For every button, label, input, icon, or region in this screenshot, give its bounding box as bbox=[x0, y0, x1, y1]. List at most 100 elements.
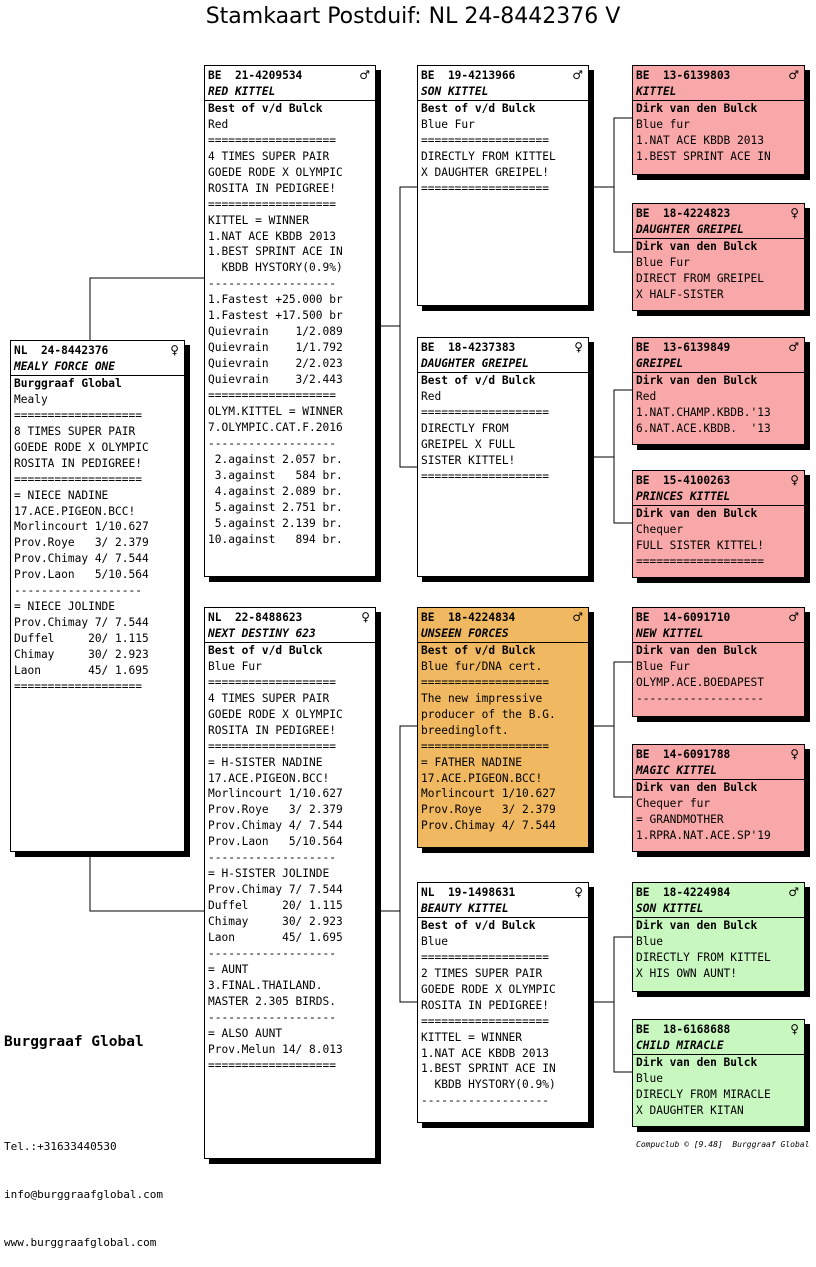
pedigree-line: DIRECT FROM GREIPEL bbox=[636, 271, 764, 285]
pedigree-line: =================== bbox=[421, 469, 549, 483]
pedigree-line: = NIECE NADINE bbox=[14, 488, 109, 502]
pedigree-line: X DAUGHTER KITAN bbox=[636, 1103, 744, 1117]
pedigree-line: 2.against 2.057 br. bbox=[208, 452, 343, 466]
pedigree-line: = AUNT bbox=[208, 962, 249, 976]
pedigree-line: GOEDE RODE X OLYMPIC bbox=[208, 707, 343, 721]
ring-number-text: BE 13-6139849 bbox=[636, 341, 731, 354]
pigeon-name: NEXT DESTINY 623 bbox=[205, 626, 375, 643]
pedigree-line: 17.ACE.PIGEON.BCC! bbox=[208, 771, 330, 785]
pedigree-line: Blue bbox=[636, 934, 663, 948]
pedigree-line: Prov.Laon 5/10.564 bbox=[208, 835, 343, 849]
sex-icon: ♀ bbox=[361, 610, 370, 624]
sex-icon: ♀ bbox=[790, 473, 799, 487]
contact-website[interactable]: www.burggraafglobal.com bbox=[4, 1236, 157, 1249]
pedigree-line: MASTER 2.305 BIRDS. bbox=[208, 994, 336, 1008]
contact-phone: Tel.:+31633440530 bbox=[4, 1140, 117, 1153]
pigeon-owner: Dirk van den Bulck bbox=[636, 643, 758, 657]
pedigree-line: Prov.Melun 14/ 8.013 bbox=[208, 1042, 343, 1056]
pedigree-line: ------------------- bbox=[208, 436, 336, 450]
pedigree-line: 1.Fastest +17.500 br bbox=[208, 309, 343, 323]
ring-number: BE 18-6168688♀ bbox=[636, 1022, 801, 1038]
ring-number-text: BE 14-6091710 bbox=[636, 611, 731, 624]
pedigree-line: 7.OLYMPIC.CAT.F.2016 bbox=[208, 420, 343, 434]
pedigree-line: = FATHER NADINE bbox=[421, 755, 523, 769]
contact-info: Tel.:+31633440530 info@burggraafglobal.c… bbox=[4, 1107, 163, 1267]
pedigree-line: 1.Fastest +25.000 br bbox=[208, 293, 343, 307]
sex-icon: ♂ bbox=[359, 68, 370, 82]
ring-number-text: BE 18-4237383 bbox=[421, 341, 516, 354]
ring-number: BE 13-6139849♂ bbox=[636, 340, 801, 356]
ring-number: BE 18-4224823 ♀ bbox=[636, 206, 801, 222]
sex-icon: ♀ bbox=[790, 206, 799, 220]
pigeon-name: DAUGHTER GREIPEL bbox=[418, 356, 588, 373]
ring-number-text: NL 22-8488623 bbox=[208, 611, 303, 624]
ring-number-text: NL 19-1498631 bbox=[421, 886, 516, 899]
pedigree-line: = H-SISTER JOLINDE bbox=[208, 867, 330, 881]
pedigree-line: X HALF-SISTER bbox=[636, 287, 724, 301]
pedigree-line: KBDB HYSTORY(0.9%) bbox=[208, 261, 343, 275]
pedigree-line: 1.NAT ACE KBDB 2013 bbox=[636, 133, 764, 147]
pigeon-name: CHILD MIRACLE bbox=[633, 1038, 804, 1055]
pedigree-line: =================== bbox=[208, 675, 336, 689]
pedigree-line: Red bbox=[421, 389, 442, 403]
pedigree-line: =================== bbox=[421, 675, 549, 689]
pedigree-line: ------------------- bbox=[208, 1010, 336, 1024]
pigeon-name: SON KITTEL bbox=[633, 901, 804, 918]
pedigree-line: 4 TIMES SUPER PAIR bbox=[208, 691, 330, 705]
pedigree-line: Duffel 20/ 1.115 bbox=[14, 632, 149, 646]
pedigree-line: Laon 45/ 1.695 bbox=[208, 931, 343, 945]
pedigree-line: Prov.Chimay 7/ 7.544 bbox=[208, 883, 343, 897]
contact-email[interactable]: info@burggraafglobal.com bbox=[4, 1188, 163, 1201]
pedigree-line: Quievrain 1/1.792 bbox=[208, 341, 343, 355]
ring-number: NL 19-1498631♀ bbox=[421, 885, 585, 901]
pigeon-owner: Best of v/d Bulck bbox=[421, 373, 536, 387]
pigeon-name: UNSEEN FORCES bbox=[418, 626, 588, 643]
pedigree-line: ROSITA IN PEDIGREE! bbox=[421, 998, 549, 1012]
pedigree-line: Chequer bbox=[636, 522, 684, 536]
pedigree-line: Red bbox=[208, 117, 229, 131]
pedigree-line: Prov.Laon 5/10.564 bbox=[14, 568, 149, 582]
pedigree-line: 17.ACE.PIGEON.BCC! bbox=[421, 771, 543, 785]
pedigree-line: Duffel 20/ 1.115 bbox=[208, 899, 343, 913]
pedigree-line: =================== bbox=[421, 405, 549, 419]
pedigree-line: 1.NAT ACE KBDB 2013 bbox=[421, 1046, 549, 1060]
page-title: Stamkaart Postduif: NL 24-8442376 V bbox=[205, 4, 621, 29]
ring-number: BE 18-4224984♂ bbox=[636, 885, 801, 901]
ring-number-text: BE 21-4209534 bbox=[208, 69, 303, 82]
pedigree-line: 1.NAT ACE KBDB 2013 bbox=[208, 229, 336, 243]
pedigree-line: Prov.Roye 3/ 2.379 bbox=[421, 803, 556, 817]
pedigree-line: =================== bbox=[421, 133, 549, 147]
pedigree-line: X HIS OWN AUNT! bbox=[636, 966, 738, 980]
pedigree-line: DIRECLY FROM MIRACLE bbox=[636, 1087, 771, 1101]
pigeon-owner: Dirk van den Bulck bbox=[636, 780, 758, 794]
pedigree-line: Prov.Chimay 4/ 7.544 bbox=[14, 552, 149, 566]
pedigree-line: ------------------- bbox=[421, 1094, 549, 1108]
pedigree-line: DIRECTLY FROM KITTEL bbox=[421, 149, 556, 163]
sex-icon: ♀ bbox=[170, 343, 179, 357]
ring-number-text: BE 18-6168688 bbox=[636, 1023, 731, 1036]
pedigree-line: Blue fur/DNA cert. bbox=[421, 659, 543, 673]
pedigree-line: 4.against 2.089 br. bbox=[208, 484, 343, 498]
pigeon-name: DAUGHTER GREIPEL bbox=[633, 222, 804, 239]
pedigree-line: 1.RPRA.NAT.ACE.SP'19 bbox=[636, 828, 771, 842]
ring-number-text: BE 18-4224823 bbox=[636, 207, 731, 220]
pedigree-line: Prov.Chimay 4/ 7.544 bbox=[421, 819, 556, 833]
pedigree-connector-lines bbox=[89, 117, 632, 1073]
ring-number-text: BE 18-4224834 bbox=[421, 611, 516, 624]
pedigree-line: 8 TIMES SUPER PAIR bbox=[14, 424, 136, 438]
